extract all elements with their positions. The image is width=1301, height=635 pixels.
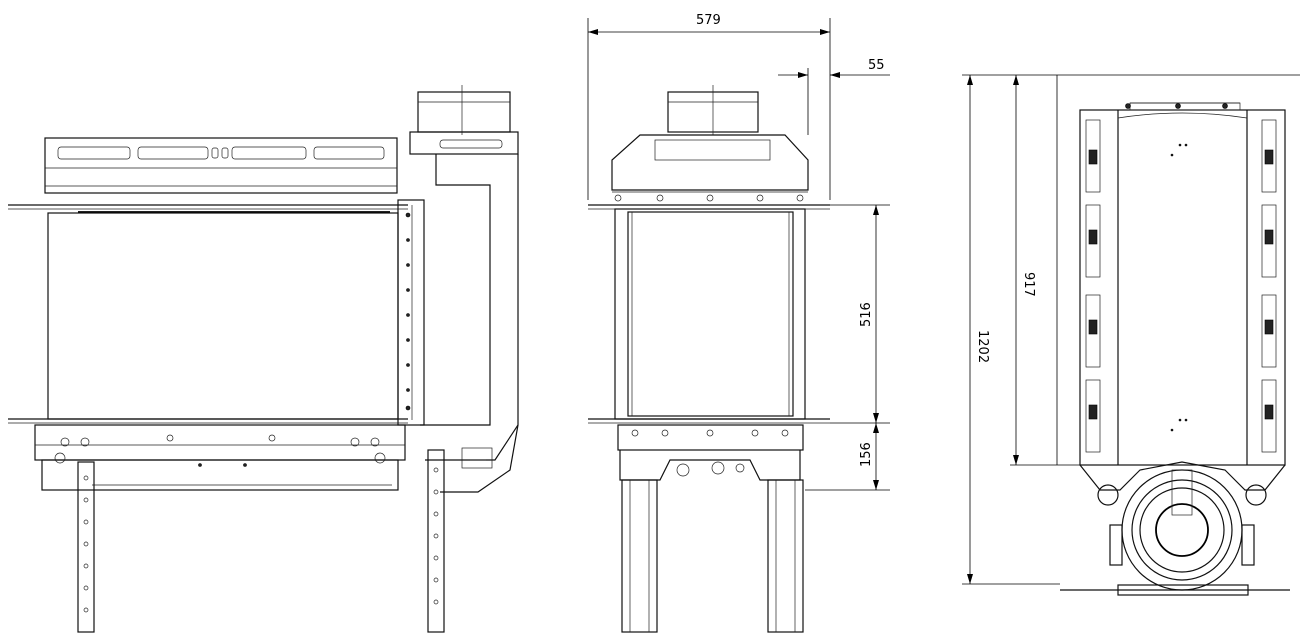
dimension-base-height: 156 [859, 442, 874, 467]
side-view: 579 55 516 156 [587, 13, 890, 633]
dimension-inner-height: 917 [1021, 272, 1036, 297]
front-view [8, 85, 519, 633]
dimension-total-height: 1202 [975, 330, 990, 363]
dimension-offset-right: 55 [868, 58, 885, 73]
top-view: 917 1202 [962, 74, 1300, 596]
dimension-glass-height: 516 [859, 302, 874, 327]
dimension-width-top: 579 [696, 13, 721, 28]
